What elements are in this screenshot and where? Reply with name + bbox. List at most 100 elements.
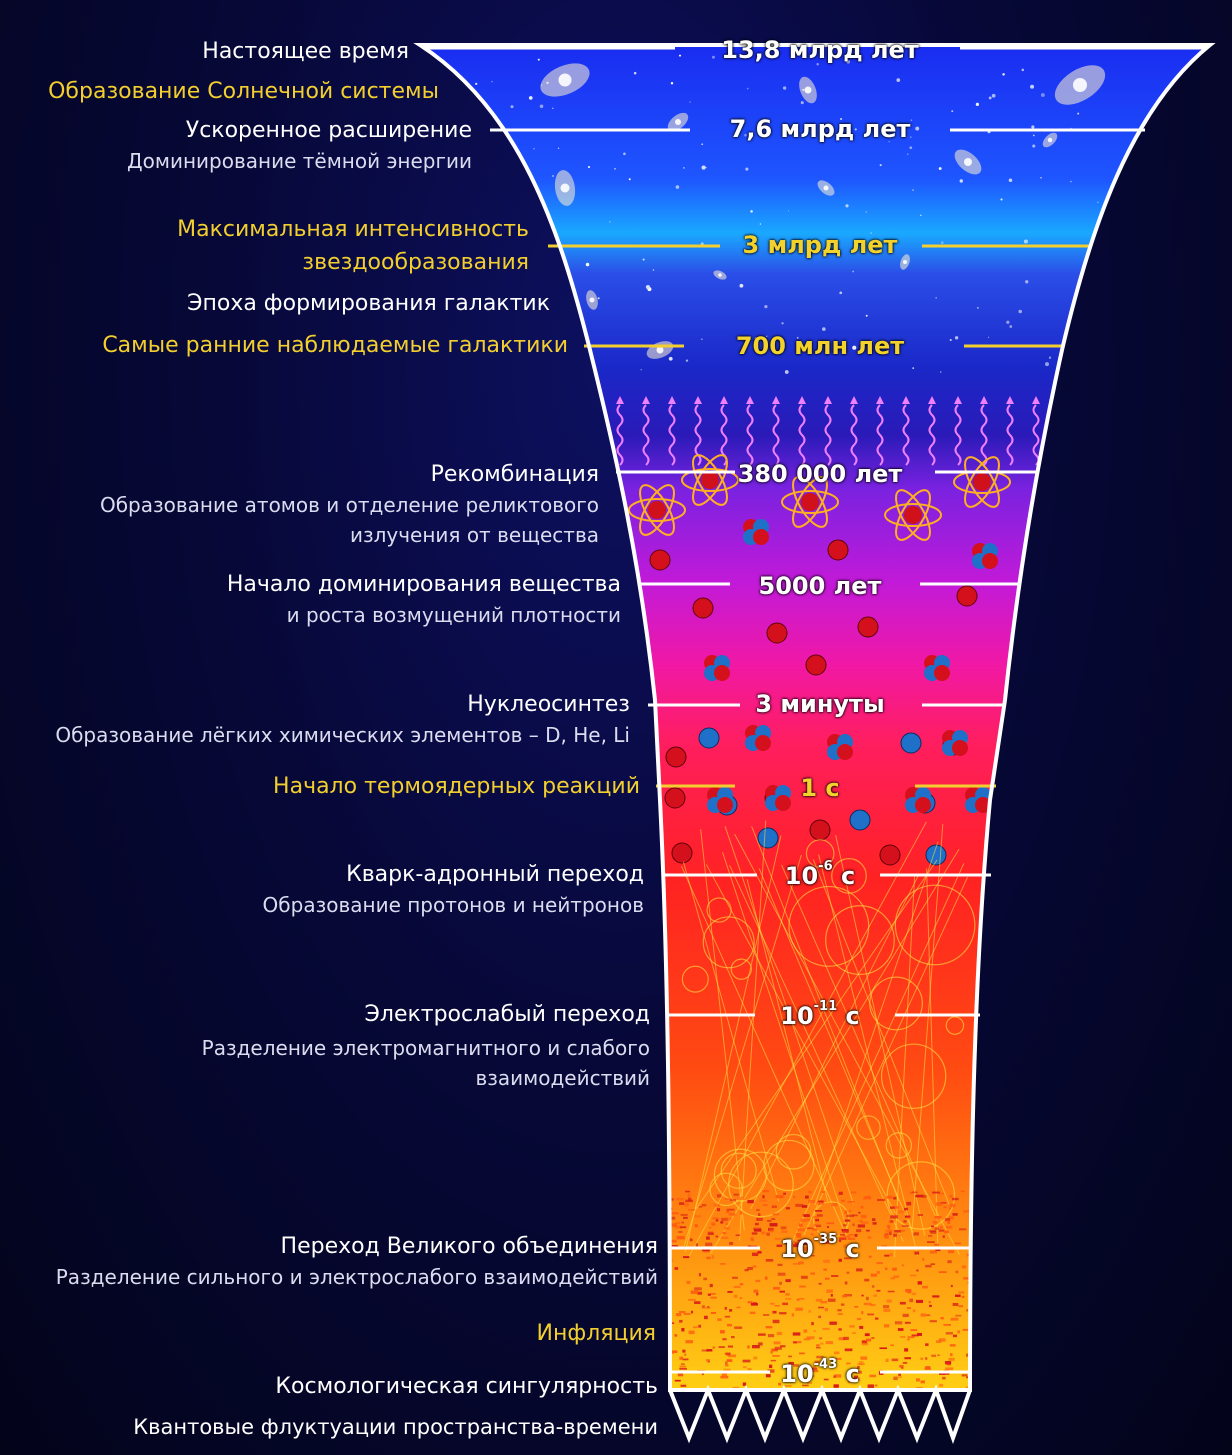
quantum-grain — [948, 1207, 952, 1210]
event-title: Кварк-адронный переход — [346, 862, 644, 887]
quantum-grain — [683, 1256, 690, 1259]
quantum-grain — [894, 1206, 899, 1209]
quantum-grain — [931, 1354, 937, 1357]
quantum-grain — [732, 1386, 740, 1389]
quantum-grain — [842, 1294, 847, 1298]
quantum-grain — [842, 1230, 849, 1233]
quantum-grain — [757, 1251, 762, 1254]
star — [888, 141, 890, 143]
quantum-grain — [834, 1374, 842, 1378]
event-title: Рекомбинация — [430, 462, 599, 487]
quantum-grain — [712, 1346, 716, 1349]
quantum-grain — [876, 1270, 880, 1274]
quantum-grain — [864, 1333, 870, 1337]
particle-spiral — [869, 976, 923, 1031]
quantum-grain — [825, 1341, 834, 1345]
quantum-grain — [935, 1249, 941, 1252]
star — [949, 338, 952, 342]
quantum-grain — [942, 1235, 945, 1238]
quantum-grain — [811, 1367, 818, 1371]
quantum-grain — [759, 1199, 768, 1202]
quantum-grain — [706, 1236, 710, 1240]
quantum-grain — [820, 1342, 824, 1345]
nucleon — [982, 553, 998, 569]
quantum-grain — [843, 1235, 851, 1239]
star — [1021, 68, 1025, 72]
quantum-grain — [911, 1191, 918, 1194]
quantum-grain — [846, 1214, 854, 1218]
quantum-grain — [933, 1222, 938, 1225]
quantum-grain — [806, 1381, 812, 1385]
photon-wave — [980, 404, 988, 466]
quantum-grain — [899, 1301, 906, 1305]
quantum-grain — [893, 1376, 898, 1381]
quantum-grain — [720, 1221, 724, 1224]
quantum-grain — [747, 1301, 753, 1304]
star — [475, 82, 478, 86]
quantum-grain — [938, 1229, 945, 1232]
quantum-grain — [915, 1194, 924, 1198]
quantum-grain — [769, 1229, 774, 1233]
quantum-grain — [728, 1212, 736, 1216]
star — [1002, 73, 1005, 76]
quantum-grain — [767, 1220, 772, 1222]
nucleon — [755, 735, 771, 751]
quantum-grain — [920, 1313, 926, 1317]
quantum-grain — [797, 1239, 803, 1242]
proton — [665, 746, 687, 768]
quantum-grain — [945, 1332, 953, 1335]
event-present-time: Настоящее время — [202, 36, 409, 67]
photon-arrow — [876, 396, 884, 404]
quantum-grain — [720, 1375, 729, 1379]
particle-spiral — [825, 905, 895, 975]
particle-track — [926, 868, 939, 1247]
quantum-grain — [856, 1268, 863, 1272]
photon-arrow — [980, 396, 988, 404]
quantum-grain — [914, 1251, 920, 1255]
quantum-grain — [909, 1274, 917, 1277]
time-label-power: 10-35 с — [780, 1232, 860, 1263]
star — [633, 71, 637, 75]
quantum-grain — [932, 1191, 940, 1194]
photon-wave — [1006, 404, 1014, 466]
quantum-grain — [915, 1299, 923, 1303]
atom-orbit — [884, 503, 942, 527]
quantum-grain — [927, 1235, 933, 1237]
quantum-grain — [926, 1241, 935, 1244]
photon-wave — [668, 404, 676, 466]
quantum-grain — [781, 1230, 788, 1233]
quantum-grain — [788, 1361, 794, 1365]
quantum-grain — [765, 1374, 771, 1378]
photon-arrow — [954, 396, 962, 404]
star — [787, 210, 789, 212]
quantum-grain — [772, 1319, 780, 1324]
star — [551, 174, 555, 178]
quantum-grain — [808, 1310, 811, 1313]
time-label: 700 млн лет — [735, 332, 905, 360]
quantum-grain — [683, 1216, 688, 1219]
quantum-grain — [757, 1333, 766, 1336]
star — [701, 143, 704, 146]
star — [909, 146, 913, 150]
quantum-grain — [849, 1210, 852, 1212]
quantum-grain — [827, 1298, 836, 1302]
proton — [857, 616, 879, 638]
quantum-grain — [670, 1245, 678, 1248]
quantum-grain — [893, 1275, 900, 1279]
quantum-grain — [924, 1367, 931, 1370]
quantum-grain — [870, 1303, 876, 1307]
quantum-grain — [813, 1365, 817, 1368]
quantum-grain — [911, 1334, 919, 1337]
quantum-grain — [860, 1356, 868, 1360]
quantum-grain — [672, 1350, 678, 1353]
quantum-grain — [731, 1336, 735, 1339]
quantum-grain — [904, 1321, 911, 1324]
quantum-grain — [720, 1263, 726, 1265]
quantum-grain — [766, 1232, 770, 1236]
star — [670, 82, 674, 85]
time-label-power: 10-6 с — [784, 859, 856, 890]
quantum-grain — [742, 1366, 747, 1369]
proton — [649, 549, 671, 571]
quantum-grain — [775, 1195, 784, 1199]
quantum-grain — [833, 1375, 836, 1378]
